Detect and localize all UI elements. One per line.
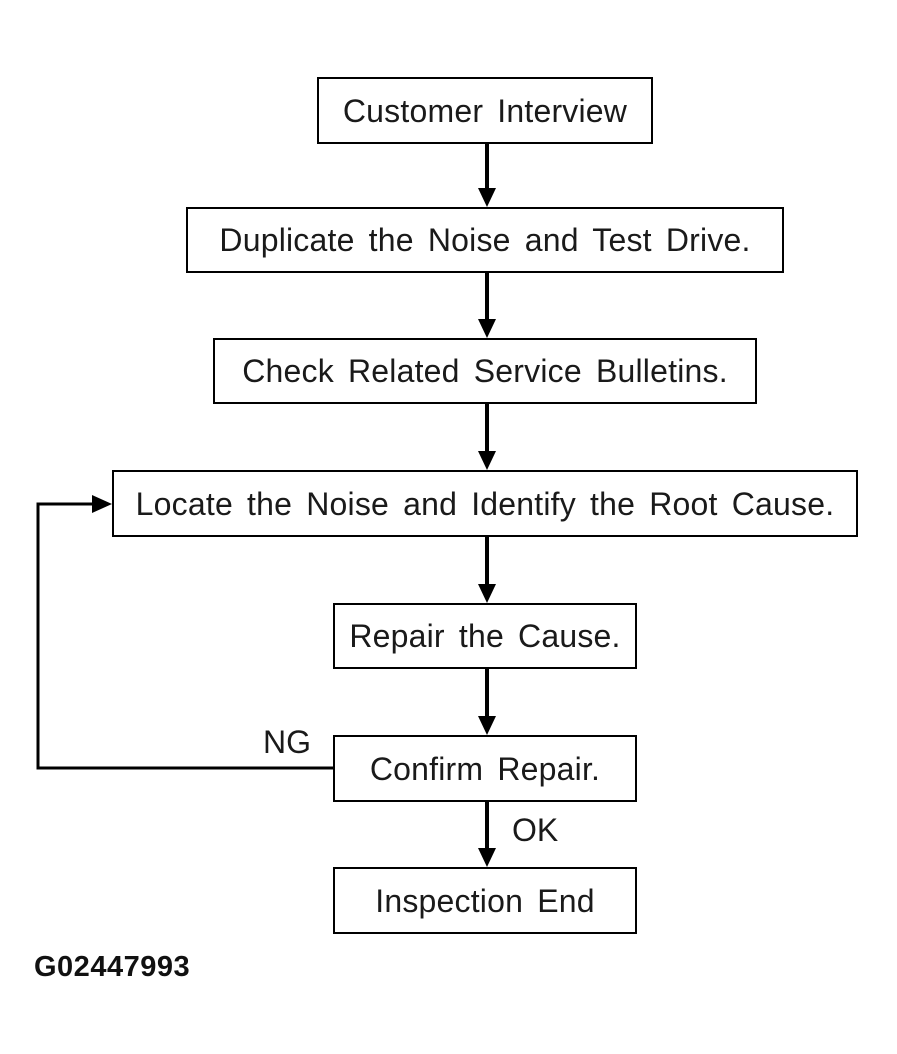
- arrow-check-to-locate: [478, 404, 496, 470]
- flow-node-duplicate-noise-test-drive: Duplicate the Noise and Test Drive.: [186, 207, 784, 273]
- arrow-locate-to-repair: [478, 537, 496, 603]
- figure-id: G02447993: [34, 951, 191, 983]
- flow-node-label: Confirm Repair.: [369, 750, 601, 787]
- flow-node-label: Locate the Noise and Identify the Root C…: [135, 485, 835, 522]
- flow-node-confirm-repair: Confirm Repair.: [333, 735, 637, 802]
- edge-label-ng: NG: [263, 724, 311, 760]
- edge-label-ok: OK: [512, 812, 559, 848]
- arrow-duplicate-to-check: [478, 273, 496, 338]
- flow-node-label: Customer Interview: [342, 92, 628, 129]
- flow-node-check-service-bulletins: Check Related Service Bulletins.: [213, 338, 757, 404]
- arrow-customer-to-duplicate: [478, 144, 496, 207]
- arrow-confirm-to-end-ok: [478, 802, 496, 867]
- flow-node-label: Inspection End: [375, 882, 595, 919]
- flow-node-label: Check Related Service Bulletins.: [242, 353, 728, 389]
- flow-node-label: Duplicate the Noise and Test Drive.: [219, 222, 751, 258]
- flow-node-label: Repair the Cause.: [349, 618, 621, 654]
- arrow-repair-to-confirm: [478, 669, 496, 735]
- flow-node-customer-interview: Customer Interview: [317, 77, 653, 144]
- flow-node-locate-noise-root-cause: Locate the Noise and Identify the Root C…: [112, 470, 858, 537]
- flow-node-inspection-end: Inspection End: [333, 867, 637, 934]
- flow-node-repair-cause: Repair the Cause.: [333, 603, 637, 669]
